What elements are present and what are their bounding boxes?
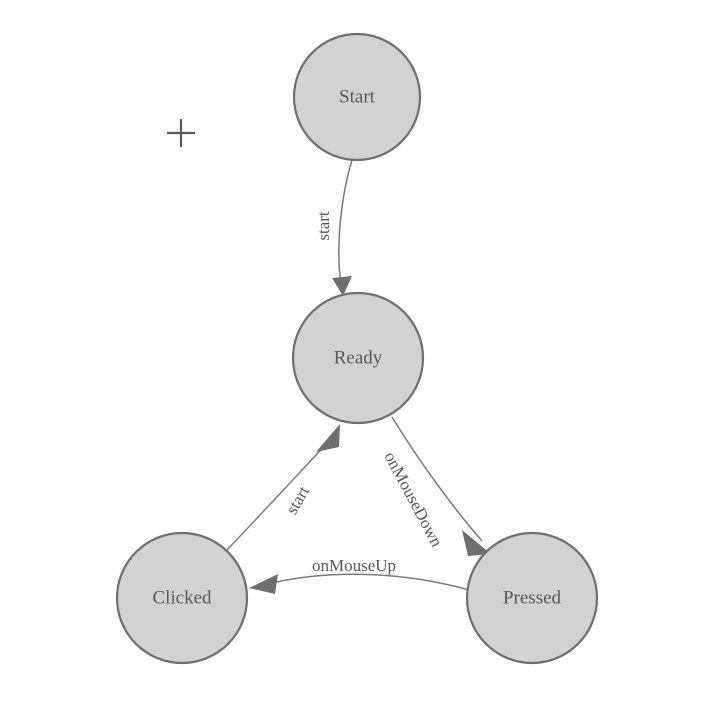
- arrowhead-pressed-to-clicked: [249, 574, 278, 594]
- edge-ready-to-pressed[interactable]: onMouseDown: [380, 416, 491, 556]
- node-ready-circle[interactable]: [291, 291, 425, 425]
- edge-pressed-to-clicked[interactable]: onMouseUp: [249, 556, 470, 594]
- edge-path-ready-to-pressed: [391, 416, 483, 542]
- node-start-circle[interactable]: [292, 32, 422, 162]
- node-pressed-circle[interactable]: [465, 531, 599, 665]
- node-start[interactable]: Start: [292, 32, 422, 162]
- edge-path-pressed-to-clicked: [271, 573, 470, 591]
- edge-label-clicked-to-ready: start: [282, 483, 313, 518]
- edge-path-start-to-ready: [338, 159, 353, 285]
- crosshair-marker: [167, 119, 195, 147]
- node-pressed-label: Pressed: [503, 587, 562, 608]
- arrowhead-ready-to-pressed: [462, 530, 491, 556]
- edge-start-to-ready[interactable]: start: [314, 159, 353, 296]
- arrowhead-start-to-ready: [332, 276, 352, 296]
- node-pressed[interactable]: Pressed: [465, 531, 599, 665]
- edge-label-pressed-to-clicked: onMouseUp: [312, 556, 396, 575]
- node-start-label: Start: [339, 86, 376, 107]
- node-clicked-label: Clicked: [152, 587, 212, 608]
- arrowhead-clicked-to-ready: [316, 424, 340, 452]
- edge-clicked-to-ready[interactable]: start: [225, 424, 340, 552]
- node-clicked-circle[interactable]: [115, 531, 249, 665]
- edge-label-start-to-ready: start: [314, 211, 333, 241]
- node-clicked[interactable]: Clicked: [115, 531, 249, 665]
- node-ready[interactable]: Ready: [291, 291, 425, 425]
- node-ready-label: Ready: [334, 347, 383, 368]
- edge-path-clicked-to-ready: [225, 439, 331, 552]
- edge-label-ready-to-pressed: onMouseDown: [380, 449, 446, 551]
